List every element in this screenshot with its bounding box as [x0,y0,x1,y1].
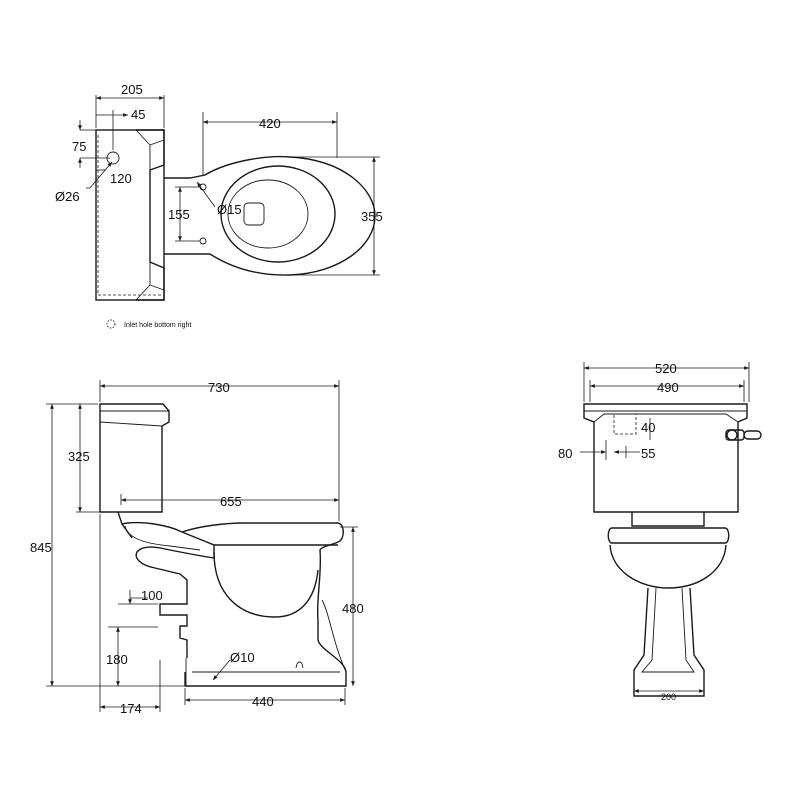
dim-205: 205 [121,82,143,97]
dim-155: 155 [168,207,190,222]
dim-420: 420 [259,116,281,131]
cistern-front-outline [583,403,762,513]
inlet-note: Inlet hole bottom right [124,322,191,329]
dim-440: 440 [252,694,274,709]
dim-80: 80 [558,446,572,461]
dim-845: 845 [30,540,52,555]
dim-120: 120 [110,171,132,186]
pan-front-outline [607,512,730,697]
dim-480: 480 [342,601,364,616]
dim-180: 180 [106,652,128,667]
dim-diameter-10: Ø10 [230,650,255,665]
front-view: 520 490 40 80 55 200 [558,361,762,702]
dim-diameter-26: Ø26 [55,189,80,204]
dim-520: 520 [655,361,677,376]
cistern-side-outline [99,403,170,513]
dim-diameter-15: Ø15 [217,202,242,217]
dim-325: 325 [68,449,90,464]
pan-plan-outline [164,155,376,276]
dim-45: 45 [131,107,145,122]
dim-100: 100 [141,588,163,603]
cistern-plan-outline [95,129,165,301]
fixing-hole-icon [199,237,207,245]
inlet-hole-legend-icon [106,319,116,329]
dim-730: 730 [208,380,230,395]
dim-40: 40 [641,420,655,435]
bolt-cover-icon [295,661,304,669]
dim-655: 655 [220,494,242,509]
flush-lever-boss-icon [726,429,738,441]
dim-75: 75 [72,139,86,154]
pan-side-outline [181,522,347,687]
dim-174: 174 [120,701,142,716]
dim-490: 490 [657,380,679,395]
dim-355: 355 [361,209,383,224]
side-view: 730 845 325 655 100 180 174 440 [30,380,364,716]
dim-200: 200 [661,692,676,702]
top-view: 205 45 75 120 Ø26 420 355 155 [55,82,383,329]
dim-55: 55 [641,446,655,461]
